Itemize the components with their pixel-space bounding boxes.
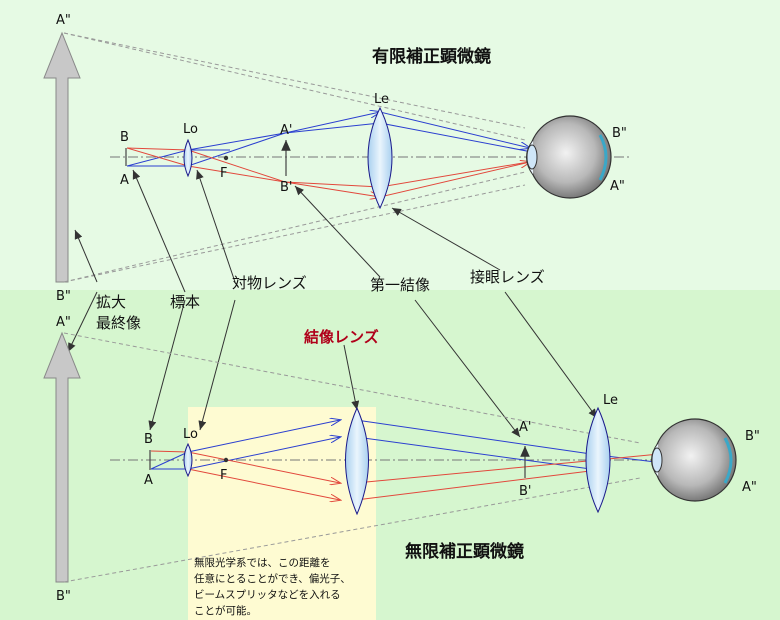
infinite-system-note: 無限光学系では、この距離を 任意にとることができ、偏光子、 ビームスプリッタなど… bbox=[194, 555, 366, 619]
focal-point-top bbox=[223, 155, 229, 161]
eyepiece-lens-bottom bbox=[585, 406, 611, 514]
label-a-top: A bbox=[120, 173, 129, 188]
eyepiece-lens-top bbox=[367, 106, 393, 210]
callout-magnified-line1: 拡大 bbox=[96, 293, 126, 311]
label-image-a-top: A' bbox=[280, 123, 292, 138]
note-line: 無限光学系では、この距離を bbox=[194, 557, 331, 569]
label-b-top: B bbox=[120, 130, 129, 145]
label-virtual-a-top: A" bbox=[56, 13, 71, 28]
callout-objective-lens: 対物レンズ bbox=[232, 274, 307, 292]
label-a-bottom: A bbox=[144, 473, 153, 488]
virtual-image-arrow-bottom bbox=[43, 331, 81, 583]
callout-eyepiece-lens: 接眼レンズ bbox=[470, 268, 545, 286]
eye-top bbox=[526, 115, 612, 199]
label-focus-top: F bbox=[220, 166, 227, 181]
tube-lens bbox=[345, 406, 369, 516]
construction-line bbox=[63, 184, 526, 283]
callout-specimen: 標本 bbox=[170, 293, 200, 311]
title-infinite: 無限補正顕微鏡 bbox=[405, 541, 524, 562]
note-line: ことが可能。 bbox=[194, 605, 257, 617]
label-eyepiece-top: Le bbox=[374, 92, 389, 107]
label-objective-bottom: Lo bbox=[183, 427, 198, 442]
construction-line bbox=[63, 32, 526, 129]
callout-magnified-line2: 最終像 bbox=[96, 314, 141, 332]
callout-tube-lens: 結像レンズ bbox=[304, 328, 379, 346]
eye-bottom bbox=[651, 418, 737, 502]
label-image-b-bottom: B' bbox=[519, 484, 532, 499]
label-virtual-a-bottom: A" bbox=[56, 315, 71, 330]
label-final-b-top: B" bbox=[612, 126, 627, 141]
label-image-a-bottom: A' bbox=[519, 420, 531, 435]
note-line: ビームスプリッタなどを入れる bbox=[194, 589, 341, 601]
label-b-bottom: B bbox=[144, 432, 153, 447]
objective-lens-top bbox=[183, 138, 193, 178]
infinite-space-highlight bbox=[188, 407, 376, 620]
label-image-b-top: B' bbox=[280, 180, 293, 195]
callout-first-image: 第一結像 bbox=[370, 276, 430, 294]
note-line: 任意にとることができ、偏光子、 bbox=[194, 573, 351, 585]
label-final-a-bottom: A" bbox=[742, 480, 757, 495]
objective-lens-bottom bbox=[183, 442, 193, 478]
label-virtual-b-bottom: B" bbox=[56, 589, 71, 604]
construction-line bbox=[63, 171, 526, 283]
label-virtual-b-top: B" bbox=[56, 289, 71, 304]
label-objective-top: Lo bbox=[183, 122, 198, 137]
construction-line bbox=[63, 32, 526, 141]
virtual-image-arrow-top bbox=[43, 31, 81, 283]
label-eyepiece-bottom: Le bbox=[603, 393, 618, 408]
label-final-a-top: A" bbox=[610, 179, 625, 194]
callout-lines bbox=[67, 169, 598, 438]
focal-point-bottom bbox=[223, 457, 229, 463]
label-focus-bottom: F bbox=[220, 468, 227, 483]
title-finite: 有限補正顕微鏡 bbox=[372, 46, 491, 67]
label-final-b-bottom: B" bbox=[745, 429, 760, 444]
